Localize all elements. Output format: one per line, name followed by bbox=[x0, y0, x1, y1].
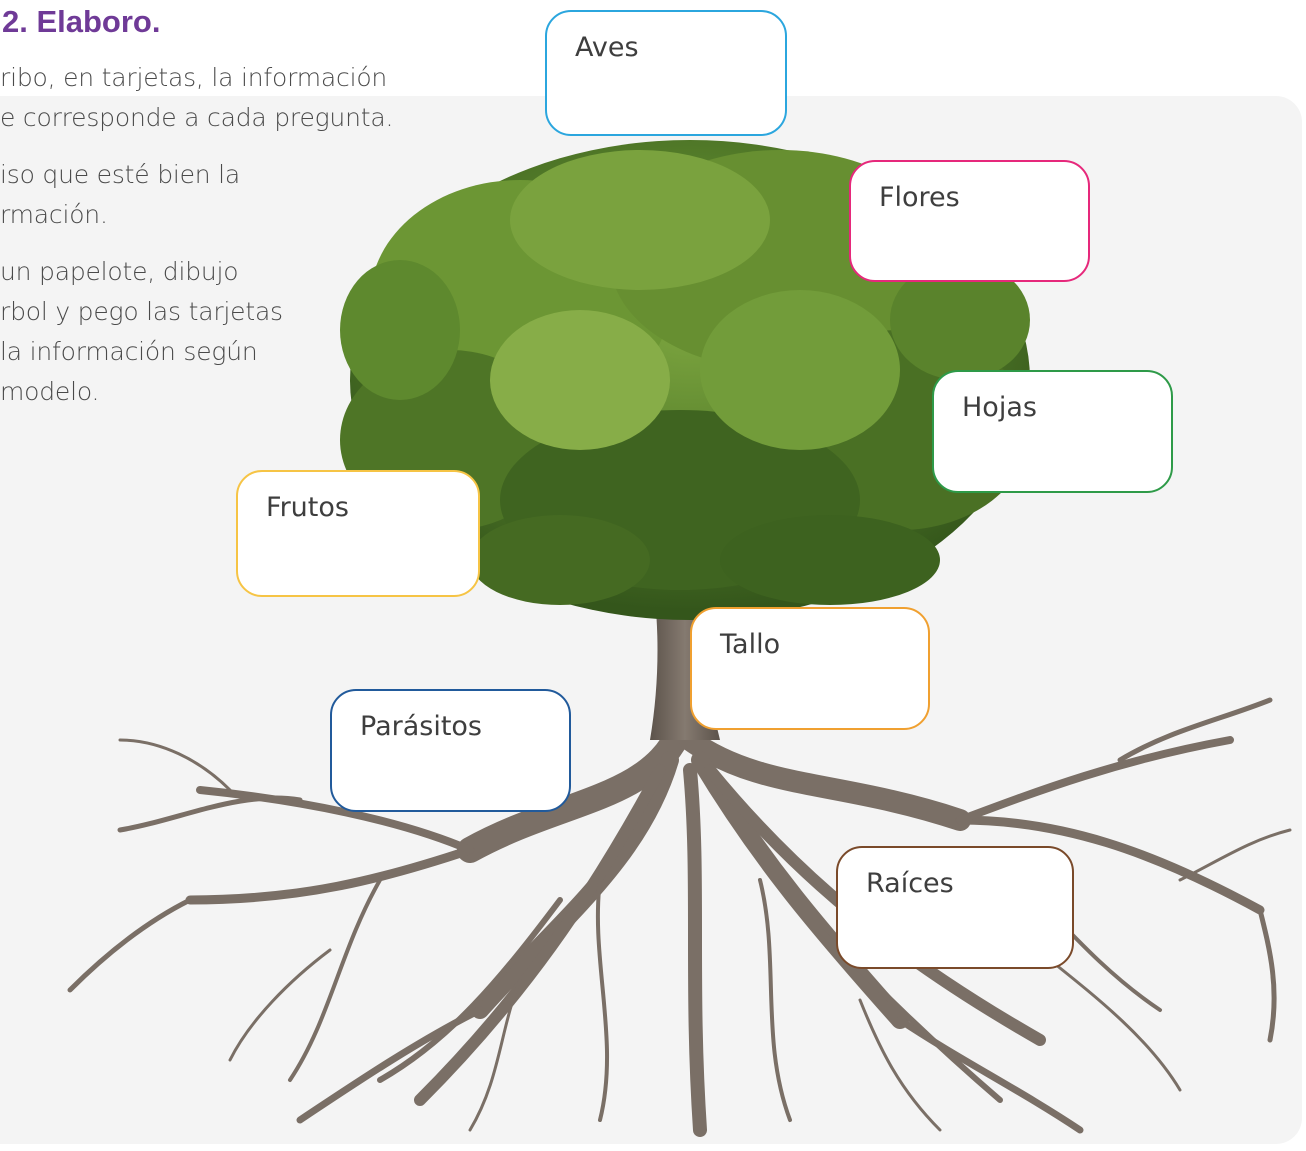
instruction-line: un papelote, dibujo bbox=[0, 257, 239, 286]
card-label: Tallo bbox=[720, 629, 781, 660]
card-raices[interactable]: Raíces bbox=[836, 846, 1074, 969]
roots bbox=[67, 697, 1292, 1137]
instruction-line: rmación. bbox=[0, 200, 108, 229]
card-aves[interactable]: Aves bbox=[545, 10, 787, 136]
instruction-line: rbol y pego las tarjetas bbox=[0, 297, 283, 326]
card-label: Hojas bbox=[962, 392, 1037, 423]
card-label: Aves bbox=[575, 32, 639, 63]
card-label: Parásitos bbox=[360, 711, 483, 742]
instruction-line: modelo. bbox=[0, 377, 100, 406]
instructions-block: 2. Elaboro. ribo, en tarjetas, la inform… bbox=[0, 0, 470, 420]
instruction-line: la información según bbox=[0, 337, 258, 366]
card-flores[interactable]: Flores bbox=[849, 160, 1090, 282]
card-label: Raíces bbox=[866, 868, 954, 899]
card-label: Frutos bbox=[266, 492, 349, 523]
card-hojas[interactable]: Hojas bbox=[932, 370, 1173, 493]
card-label: Flores bbox=[879, 182, 960, 213]
card-parasitos[interactable]: Parásitos bbox=[330, 689, 571, 812]
section-title: 2. Elaboro. bbox=[2, 4, 161, 39]
instruction-line: e corresponde a cada pregunta. bbox=[0, 103, 394, 132]
instruction-line: ribo, en tarjetas, la información bbox=[0, 63, 388, 92]
card-tallo[interactable]: Tallo bbox=[690, 607, 930, 730]
card-frutos[interactable]: Frutos bbox=[236, 470, 480, 597]
instruction-line: iso que esté bien la bbox=[0, 160, 241, 189]
